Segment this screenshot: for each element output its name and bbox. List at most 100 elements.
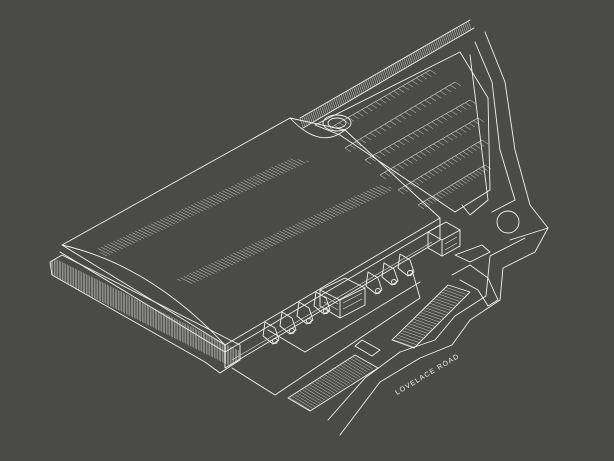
rooflight-strip [366, 190, 379, 197]
rooflight-strip [302, 158, 315, 160]
rooflight-strip [190, 204, 204, 212]
boundary-hatch [324, 103, 329, 113]
parking-bay [419, 102, 427, 108]
parking-bay [394, 117, 402, 123]
parking-strip-right [391, 264, 499, 349]
parking-bay [297, 392, 318, 406]
parking-bay [468, 122, 476, 128]
rooflight-strip [249, 177, 263, 184]
parking-bay [354, 141, 362, 147]
rooflight-strip [242, 248, 255, 255]
parking-bay [411, 156, 418, 162]
parking-bay [449, 84, 457, 90]
boundary-hatch [374, 74, 379, 84]
rooflight-strip [246, 178, 260, 186]
parking-bay [425, 72, 432, 77]
parking-bay [450, 110, 458, 116]
parking-bay [402, 330, 424, 339]
parking-bay [475, 170, 482, 175]
parking-bay [302, 389, 323, 402]
boundary-hatch [396, 62, 400, 72]
rooflight-strip [122, 236, 136, 244]
yard-verge [454, 244, 491, 263]
rooflight-strip [295, 223, 308, 231]
boundary-hatch [319, 106, 323, 116]
rooflight-strip [141, 228, 154, 235]
rooflight-strip [187, 206, 201, 213]
lorry-wheel [323, 308, 329, 314]
rooflight-strip [375, 186, 388, 193]
lorry-icon [262, 321, 280, 345]
parking-bay [327, 372, 348, 386]
parking-bay [443, 162, 450, 167]
boundary-hatch [348, 90, 352, 100]
rooflight-strip [310, 216, 323, 224]
rooflight-strip [220, 258, 233, 266]
boundary-hatch [314, 109, 318, 119]
rooflight-strip [240, 181, 253, 189]
rooflight-strip [273, 234, 286, 241]
parking-bay [322, 376, 343, 389]
parking-bay [484, 164, 492, 170]
rooflight-strip [316, 213, 330, 221]
rooflight-strip [163, 217, 176, 225]
rooflight-strip [172, 213, 185, 220]
boundary-hatch [349, 89, 354, 99]
boundary-hatch [389, 66, 393, 76]
rooflight-strip [245, 247, 258, 254]
parking-bay [416, 316, 437, 325]
boundary-hatch [385, 68, 390, 78]
rooflight-strip [177, 278, 190, 286]
parking-bay [415, 154, 422, 159]
rooflight-strip [322, 210, 336, 218]
rooflight-strip [381, 183, 395, 190]
lorry-icon [296, 301, 314, 325]
parking-bay [402, 85, 409, 91]
parking-bay [398, 335, 419, 343]
boundary-hatch [451, 30, 456, 40]
parking-bay [397, 189, 405, 195]
rooflight-strip [234, 184, 247, 191]
parking-bay [455, 155, 462, 161]
parking-bay [446, 135, 453, 141]
boundary-hatch [353, 86, 357, 97]
rooflight-strip [132, 232, 145, 239]
boundary-hatch [371, 76, 375, 86]
boundary-hatch [335, 97, 340, 107]
rooflight-strip [212, 194, 225, 202]
parking-bay [307, 386, 328, 399]
rooflight-strip [166, 216, 179, 223]
parking-bay [379, 126, 387, 132]
boundary-hatch [446, 33, 450, 43]
rooflight-strip [171, 281, 184, 289]
parking-bay [292, 396, 313, 409]
boundary-hatch [442, 35, 447, 45]
boundary-hatch [394, 63, 399, 73]
parking-bay [420, 312, 442, 320]
rooflight-strip [329, 207, 342, 215]
boundary-hatch [337, 96, 341, 106]
rooflight-strip [256, 174, 269, 181]
rooflight-strip [236, 251, 249, 258]
rooflight-strip [226, 255, 240, 263]
rooflight-strip [104, 245, 117, 252]
parking-bay [406, 159, 413, 164]
parking-bay [359, 138, 367, 144]
parking-bay [460, 128, 467, 133]
parking-bay [455, 107, 462, 113]
parking-bay [430, 197, 437, 202]
rooflight-strip [309, 150, 321, 156]
rooflight-strip [223, 257, 237, 264]
boundary-hatch [425, 45, 429, 55]
rooflight-strip [372, 187, 385, 195]
rooflight-strip [332, 206, 345, 213]
parking-bay [403, 137, 410, 143]
boundary-hatch [460, 25, 465, 35]
parking-bay [383, 148, 391, 154]
parking-bay [420, 75, 428, 80]
rooflight-strip [363, 191, 376, 199]
rooflight-strip [97, 248, 111, 255]
boundary-hatch [330, 100, 334, 110]
rooflight-strip [338, 203, 351, 211]
boundary-hatch [423, 46, 427, 56]
